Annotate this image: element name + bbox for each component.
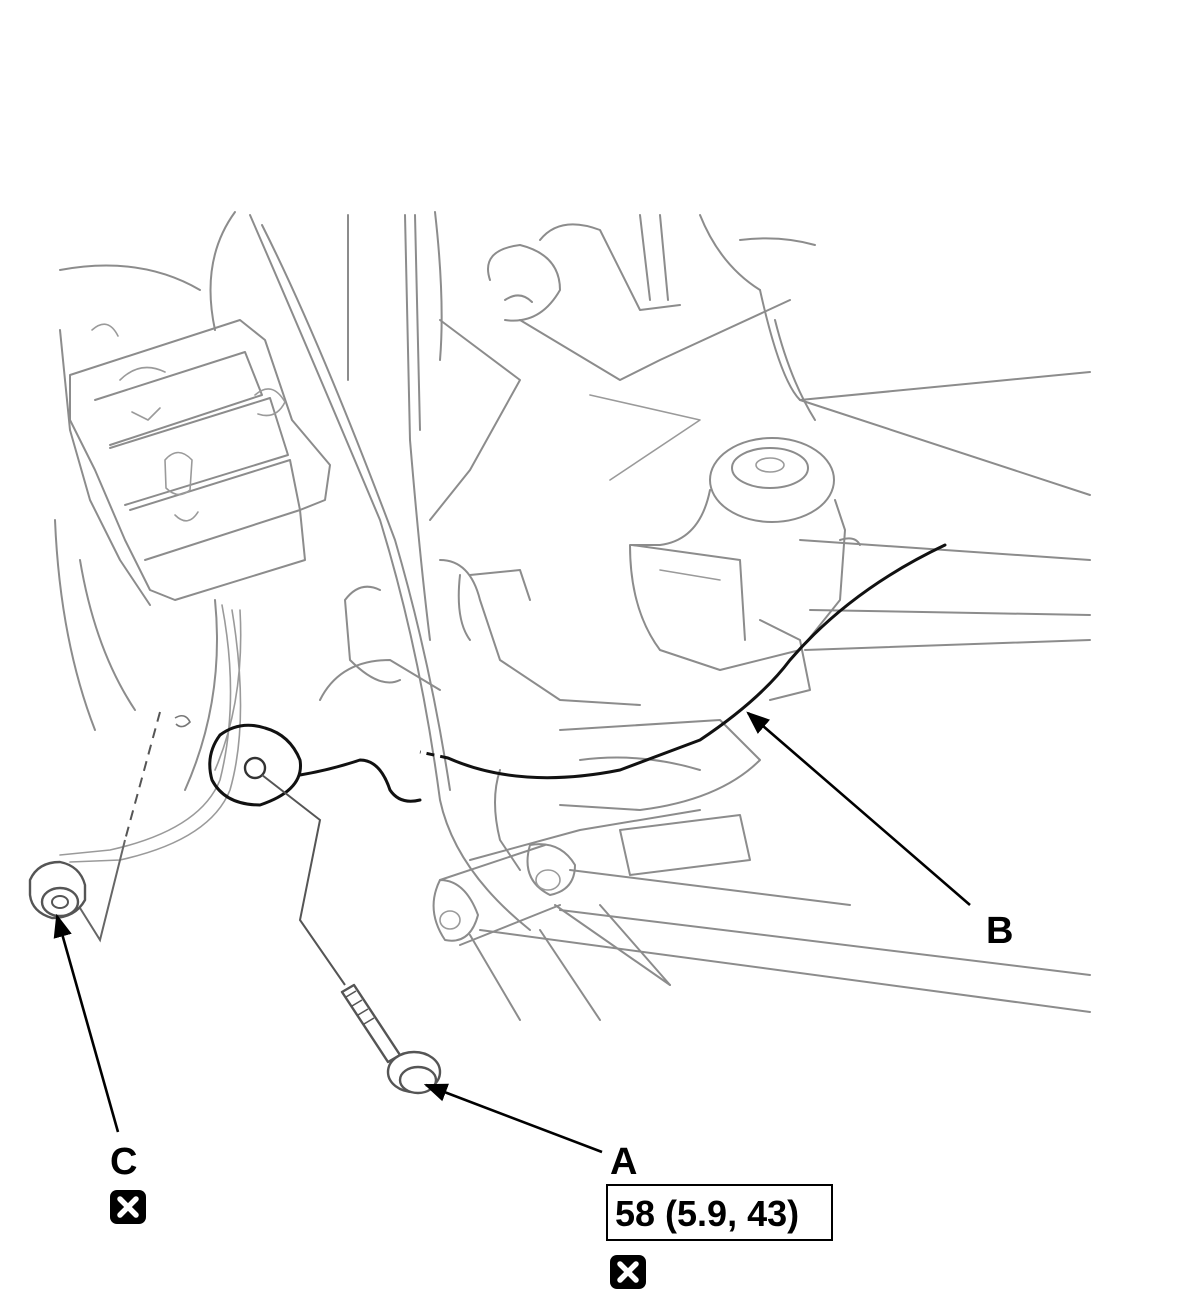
replace-icon — [110, 1190, 146, 1224]
torque-spec-box — [606, 1184, 833, 1241]
brake-caliper — [59, 319, 331, 606]
background-assembly — [54, 211, 1091, 1021]
callout-label-a: A — [610, 1141, 637, 1183]
bolt-hole — [243, 756, 267, 780]
shock-mount — [629, 437, 861, 701]
torque-spec: 58 (5.9, 43) — [606, 1184, 833, 1241]
leader-line-c — [53, 913, 120, 1133]
knuckle — [319, 559, 851, 1021]
callout-label-b: B — [986, 910, 1013, 952]
torque-spec-text: 58 (5.9, 43) — [615, 1193, 799, 1234]
assembly-guide-dashed — [74, 711, 191, 943]
stabilizer-link-bracket — [208, 723, 422, 807]
assembly-guide-bolt — [261, 774, 346, 986]
flange-bolt — [340, 983, 442, 1095]
upper-bracket — [429, 214, 1091, 521]
sensor-wire — [59, 604, 242, 863]
cable-b — [419, 543, 947, 780]
callout-label-c: C — [110, 1141, 137, 1183]
flange-nut — [28, 860, 87, 920]
leader-line-b — [746, 711, 971, 906]
leader-line-a — [423, 1083, 603, 1154]
replace-icon — [610, 1255, 646, 1289]
lower-arms — [479, 539, 1091, 1013]
brake-disc — [54, 264, 242, 791]
frame-lines — [209, 211, 531, 931]
